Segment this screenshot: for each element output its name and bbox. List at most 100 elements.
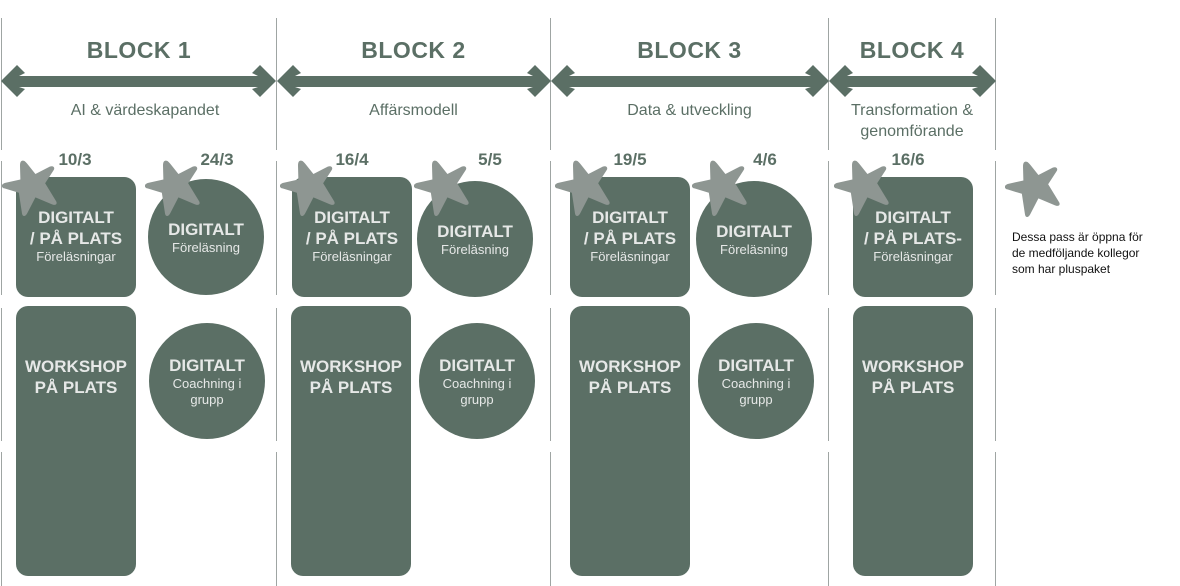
card-title: / PÅ PLATS- bbox=[864, 229, 962, 248]
card-title: / PÅ PLATS bbox=[305, 229, 399, 248]
card-title: / PÅ PLATS bbox=[29, 229, 123, 248]
card-title: PÅ PLATS bbox=[871, 378, 955, 397]
session-date: 10/3 bbox=[58, 150, 92, 169]
card-subtitle: Föreläsning bbox=[172, 239, 240, 255]
card-subtitle: Föreläsning bbox=[720, 241, 788, 257]
card-title: DIGITALT bbox=[592, 208, 668, 227]
card-subtitle: Coachning i bbox=[172, 375, 242, 391]
lecture-card: DIGITALT / PÅ PLATS- Föreläsningar bbox=[853, 177, 973, 297]
divider-line bbox=[995, 161, 996, 295]
session-date: 24/3 bbox=[200, 150, 234, 169]
divider-line bbox=[550, 161, 551, 295]
legend-line: som har pluspaket bbox=[1012, 262, 1111, 276]
session-date: 19/5 bbox=[613, 150, 647, 169]
workshop-card: WORKSHOP PÅ PLATS bbox=[570, 306, 690, 576]
workshop-card: WORKSHOP PÅ PLATS bbox=[16, 306, 136, 576]
legend-line: de medföljande kollegor bbox=[1012, 246, 1140, 260]
card-title: WORKSHOP bbox=[300, 357, 402, 376]
legend-line: Dessa pass är öppna för bbox=[1012, 230, 1143, 244]
lecture-circle: DIGITALT Föreläsning bbox=[148, 179, 264, 295]
divider-line bbox=[276, 161, 277, 295]
divider-line bbox=[995, 452, 996, 586]
card-subtitle: Föreläsning bbox=[441, 241, 509, 257]
card-subtitle: Föreläsningar bbox=[312, 249, 392, 264]
divider-line bbox=[550, 18, 551, 150]
star-icon bbox=[145, 160, 200, 216]
card-subtitle: Coachning i bbox=[721, 375, 791, 391]
block-4-title: BLOCK 4 bbox=[859, 37, 965, 63]
card-title: DIGITALT bbox=[437, 221, 513, 241]
star-icon bbox=[692, 160, 747, 216]
double-arrow-icon bbox=[1, 65, 276, 97]
card-title: DIGITALT bbox=[718, 355, 794, 375]
workshop-card: WORKSHOP PÅ PLATS bbox=[291, 306, 411, 576]
card-title: DIGITALT bbox=[314, 208, 390, 227]
card-title: PÅ PLATS bbox=[34, 378, 118, 397]
card-title: DIGITALT bbox=[875, 208, 951, 227]
lecture-card: DIGITALT / PÅ PLATS Föreläsningar bbox=[292, 177, 412, 297]
divider-line bbox=[276, 452, 277, 586]
card-subtitle: grupp bbox=[190, 391, 224, 407]
coaching-circle: DIGITALT Coachning i grupp bbox=[698, 323, 814, 439]
divider-line bbox=[995, 308, 996, 441]
divider-line bbox=[276, 18, 277, 150]
divider-line bbox=[1, 18, 2, 150]
card-subtitle: Föreläsningar bbox=[873, 249, 953, 264]
card-subtitle: grupp bbox=[739, 391, 773, 407]
divider-line bbox=[550, 308, 551, 441]
block-4-subtitle-line2: genomförande bbox=[860, 123, 964, 140]
divider-line bbox=[828, 308, 829, 441]
block-3-title: BLOCK 3 bbox=[637, 37, 742, 63]
lecture-card: DIGITALT / PÅ PLATS Föreläsningar bbox=[16, 177, 136, 297]
divider-line bbox=[1, 308, 2, 441]
star-icon bbox=[414, 160, 469, 216]
card-subtitle: grupp bbox=[460, 391, 494, 407]
card-title: WORKSHOP bbox=[25, 357, 127, 376]
card-title: PÅ PLATS bbox=[588, 378, 672, 397]
card-subtitle: Coachning i bbox=[442, 375, 512, 391]
card-title: WORKSHOP bbox=[579, 357, 681, 376]
divider-line bbox=[828, 161, 829, 295]
double-arrow-icon bbox=[551, 65, 829, 97]
star-icon bbox=[2, 160, 57, 216]
workshop-card: WORKSHOP PÅ PLATS bbox=[853, 306, 973, 576]
star-icon bbox=[280, 160, 335, 216]
block-4-subtitle-line1: Transformation & bbox=[850, 102, 974, 119]
legend-star-icon bbox=[1005, 161, 1060, 217]
card-title: DIGITALT bbox=[439, 355, 515, 375]
divider-line bbox=[828, 18, 829, 150]
lecture-card: DIGITALT / PÅ PLATS Föreläsningar bbox=[570, 177, 690, 297]
card-subtitle: Föreläsningar bbox=[36, 249, 116, 264]
card-title: DIGITALT bbox=[716, 221, 792, 241]
block-1-title: BLOCK 1 bbox=[86, 37, 192, 63]
block-2-title: BLOCK 2 bbox=[361, 37, 466, 63]
block-4-subtitle: Transformation & genomförande bbox=[829, 100, 995, 142]
double-arrow-icon bbox=[277, 65, 551, 97]
legend-text: Dessa pass är öppna för de medföljande k… bbox=[1012, 229, 1180, 277]
star-icon bbox=[555, 160, 610, 216]
session-date: 4/6 bbox=[753, 150, 777, 169]
divider-line bbox=[550, 452, 551, 586]
card-title: DIGITALT bbox=[169, 355, 245, 375]
divider-line bbox=[995, 18, 996, 150]
block-2-subtitle: Affärsmodell bbox=[369, 102, 458, 119]
divider-line bbox=[1, 452, 2, 586]
divider-line bbox=[828, 452, 829, 586]
double-arrow-icon bbox=[829, 65, 996, 97]
card-title: WORKSHOP bbox=[862, 357, 964, 376]
star-icon bbox=[834, 160, 889, 216]
card-title: / PÅ PLATS bbox=[583, 229, 677, 248]
block-1-subtitle: AI & värdeskapandet bbox=[70, 102, 220, 119]
card-subtitle: Föreläsningar bbox=[590, 249, 670, 264]
coaching-circle: DIGITALT Coachning i grupp bbox=[149, 323, 265, 439]
card-title: DIGITALT bbox=[38, 208, 114, 227]
coaching-circle: DIGITALT Coachning i grupp bbox=[419, 323, 535, 439]
card-title: DIGITALT bbox=[168, 219, 244, 239]
session-date: 16/6 bbox=[891, 150, 925, 169]
session-date: 5/5 bbox=[478, 150, 502, 169]
block-3-subtitle: Data & utveckling bbox=[627, 102, 752, 119]
divider-line bbox=[276, 308, 277, 441]
divider-line bbox=[1, 161, 2, 295]
session-date: 16/4 bbox=[335, 150, 369, 169]
